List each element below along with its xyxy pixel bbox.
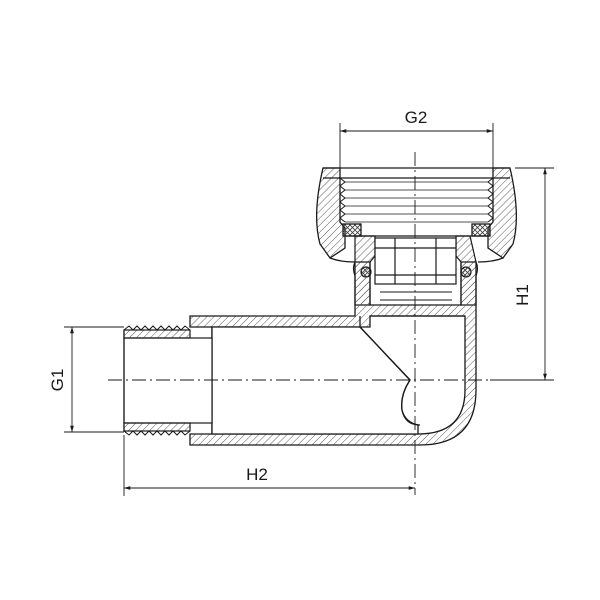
nut-thread-right: [487, 177, 494, 223]
male-thread-end: [123, 325, 213, 436]
dimension-g2: G2: [339, 108, 494, 168]
elbow-body: [189, 261, 477, 446]
spigot-tube: [123, 337, 213, 424]
label-h2: H2: [246, 465, 268, 484]
flow-channel: [211, 326, 419, 435]
center-lines: [108, 152, 505, 495]
channel-curve: [401, 379, 421, 426]
channel-diagonal: [359, 316, 411, 381]
gasket-left: [342, 223, 362, 237]
dimension-h2: H2: [123, 435, 415, 496]
thread-bottom: [123, 430, 191, 436]
gasket-right: [471, 223, 491, 237]
thread-top: [123, 325, 191, 331]
nut-thread-left: [339, 177, 346, 223]
nut-right-wall: [487, 167, 518, 259]
hex-body: [374, 237, 457, 285]
label-g2: G2: [405, 108, 428, 127]
dimension-g1: G1: [48, 326, 124, 433]
union-nut: [315, 167, 518, 263]
nut-left-wall: [315, 167, 346, 259]
label-g1: G1: [48, 369, 67, 392]
dimension-h1: H1: [490, 167, 554, 381]
label-h1: H1: [513, 284, 532, 306]
inner-insert: [352, 235, 479, 306]
nut-thread-lines: [345, 181, 488, 223]
